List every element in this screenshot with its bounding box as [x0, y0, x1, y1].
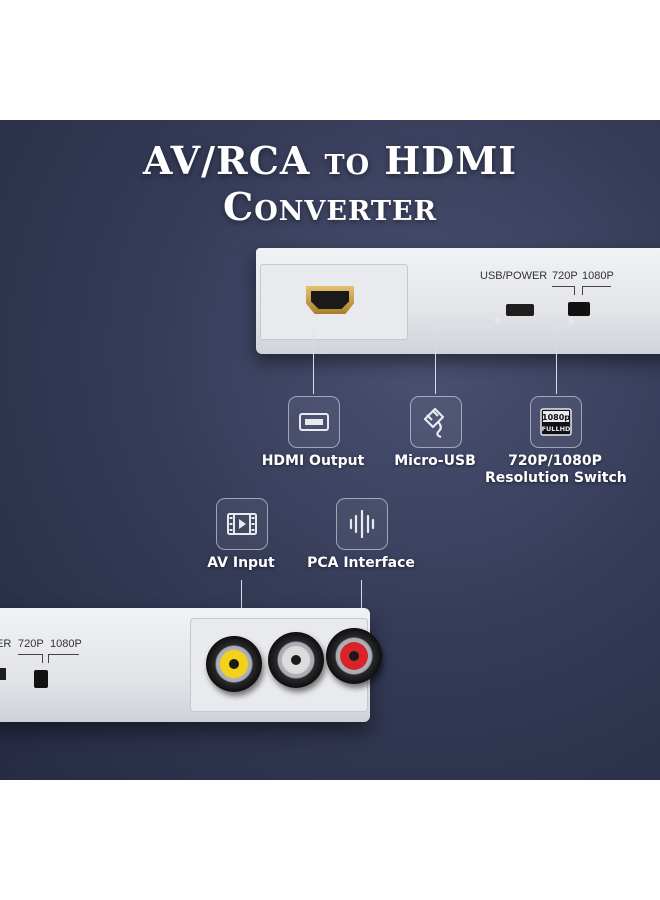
hdmi-port — [306, 286, 354, 314]
micro-usb-port — [506, 304, 534, 316]
1080p-silk-bracket — [582, 286, 611, 295]
hdmi-port-icon — [299, 413, 329, 431]
switch-connector-line — [556, 321, 557, 394]
rca-red-jack — [326, 628, 382, 684]
resolution-switch — [568, 302, 590, 316]
usb-connector-dot — [494, 317, 500, 323]
rca-white-jack — [268, 632, 324, 688]
resolution-switch-bottom — [34, 670, 48, 688]
av-input-icon-box — [216, 498, 268, 550]
icon-fullhd-text: FULLHD — [542, 425, 571, 433]
usb-power-partial-silk-label: ER — [0, 638, 12, 650]
title-line-2: Converter — [222, 184, 438, 229]
hdmi-output-icon-box — [288, 396, 340, 448]
av-input-label: AV Input — [207, 555, 275, 571]
product-banner: AV/RCA to HDMI Converter USB/POWER 720P … — [0, 120, 660, 780]
rca-yellow-jack — [206, 636, 262, 692]
usb-connector-h-line — [435, 320, 495, 321]
rca-red-ring — [340, 642, 368, 670]
hdmi-connector-line — [313, 332, 314, 394]
resolution-switch-icon-box: 1080p FULLHD — [530, 396, 582, 448]
720p-silk-bracket-bottom — [18, 654, 43, 663]
video-film-icon — [227, 513, 257, 535]
hdmi-connector-dot — [311, 328, 317, 334]
usb-connector-line — [435, 320, 436, 394]
1080p-silk-bracket-bottom — [48, 654, 79, 663]
switch-connector-h-line — [556, 321, 570, 322]
resolution-switch-label-line2: Resolution Switch — [485, 470, 627, 486]
1080p-silk-label: 1080P — [582, 270, 614, 282]
audio-wave-icon — [349, 509, 375, 539]
converter-device-top: USB/POWER 720P 1080P — [256, 248, 660, 354]
usb-power-silk-label: USB/POWER — [480, 270, 548, 282]
resolution-switch-label-line1: 720P/1080P — [508, 453, 602, 469]
pca-interface-label: PCA Interface — [307, 555, 415, 571]
micro-usb-icon-box — [410, 396, 462, 448]
power-plug-icon — [423, 407, 445, 439]
720p-silk-label: 720P — [552, 270, 578, 282]
resolution-switch-label: 720P/1080P Resolution Switch — [485, 453, 627, 487]
hdmi-output-label: HDMI Output — [261, 453, 365, 469]
rca-white-ring — [282, 646, 310, 674]
1080p-silk-label-bottom: 1080P — [50, 638, 82, 650]
pca-interface-icon-box — [336, 498, 388, 550]
rca-yellow-ring — [220, 650, 248, 678]
micro-usb-label: Micro-USB — [394, 453, 476, 469]
title-line-1: AV/RCA to HDMI — [142, 138, 518, 183]
720p-silk-bracket — [552, 286, 575, 295]
switch-connector-dot — [568, 318, 574, 324]
1080p-fullhd-icon: 1080p FULLHD — [540, 408, 572, 436]
720p-silk-label-bottom: 720P — [18, 638, 44, 650]
converter-device-bottom: ER 720P 1080P — [0, 608, 382, 722]
micro-usb-port-bottom — [0, 668, 6, 680]
icon-1080p-text: 1080p — [542, 413, 570, 422]
